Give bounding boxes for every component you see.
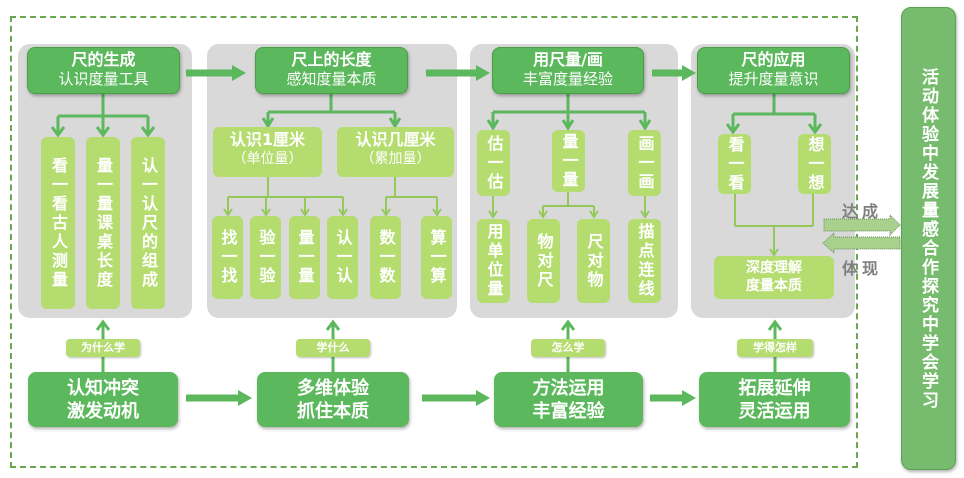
bottom-line-1: 拓展延伸: [738, 377, 811, 399]
bottom-line-1: 方法运用: [532, 377, 605, 399]
header-title: 尺的生成: [71, 50, 136, 69]
tag-learn-result: 学得怎样: [737, 339, 813, 357]
result-line-1: 深度理解: [746, 260, 802, 276]
leaf-find: 找一找: [212, 216, 243, 299]
leaf-measure-desk: 量一量课桌长度: [86, 137, 120, 309]
forward-block-arrow: [823, 213, 901, 237]
leaf-draw: 画一画: [628, 130, 661, 196]
header-ruler-length: 尺上的长度 感知度量本质: [255, 47, 408, 94]
bottom-line-2: 丰富经验: [532, 400, 605, 422]
bottom-line-1: 多维体验: [297, 377, 369, 399]
leaf-ruler-to-object: 尺对物: [577, 219, 610, 303]
header-ruler-application: 尺的应用 提升度量意识: [697, 47, 850, 94]
result-deep-understanding: 深度理解 度量本质: [714, 256, 834, 299]
group-subtitle: （单位量）: [232, 151, 303, 167]
group-multi-cm: 认识几厘米 （累加量）: [337, 127, 454, 177]
tag-what-learn: 学什么: [296, 339, 370, 357]
leaf-know-ruler: 认一认尺的组成: [131, 137, 165, 309]
leaf-measure-top: 量一量: [552, 130, 585, 192]
leaf-calculate: 算一算: [421, 216, 452, 299]
header-subtitle: 感知度量本质: [286, 70, 377, 88]
group-unit-cm: 认识1厘米 （单位量）: [213, 127, 322, 177]
bottom-line-2: 激发动机: [67, 400, 139, 422]
bottom-line-1: 认知冲突: [67, 377, 139, 399]
leaf-plot-connect: 描点连线: [628, 219, 661, 303]
label-achieve: 达成: [842, 202, 883, 221]
backward-block-arrow: [822, 231, 901, 255]
header-title: 尺的应用: [741, 50, 806, 69]
leaf-measure: 量一量: [289, 216, 320, 299]
leaf-count: 数一数: [370, 216, 401, 299]
leaf-estimate: 估一估: [477, 130, 510, 196]
leaf-object-to-ruler: 物对尺: [527, 219, 560, 303]
leaf-recognize: 认一认: [327, 216, 358, 299]
tag-how-learn: 怎么学: [531, 339, 605, 357]
group-title: 认识几厘米: [355, 130, 436, 149]
tag-why-learn: 为什么学: [66, 339, 140, 357]
bottom-box-method: 方法运用 丰富经验: [494, 372, 643, 427]
bottom-box-extension: 拓展延伸 灵活运用: [699, 372, 850, 427]
bottom-box-motivation: 认知冲突 激发动机: [28, 372, 178, 427]
sidebar-summary: 活动体验中发展量感合作探究中学会学习: [901, 7, 956, 470]
leaf-verify: 验一验: [250, 216, 281, 299]
label-reflect: 体现: [842, 259, 883, 278]
bottom-line-2: 抓住本质: [297, 400, 369, 422]
leaf-look: 看一看: [718, 134, 751, 194]
header-title: 尺上的长度: [291, 50, 372, 69]
header-measure-draw: 用尺量/画 丰富度量经验: [492, 47, 644, 94]
result-line-2: 度量本质: [746, 278, 802, 294]
bottom-box-experience: 多维体验 抓住本质: [257, 372, 409, 427]
header-subtitle: 提升度量意识: [728, 70, 819, 88]
group-subtitle: （累加量）: [360, 151, 431, 167]
header-subtitle: 丰富度量经验: [522, 70, 613, 88]
leaf-look-ancient: 看一看古人测量: [41, 137, 75, 309]
header-subtitle: 认识度量工具: [58, 70, 149, 88]
leaf-unit-amount: 用单位量: [477, 219, 510, 303]
group-title: 认识1厘米: [229, 130, 306, 149]
bottom-line-2: 灵活运用: [738, 400, 811, 422]
header-title: 用尺量/画: [533, 50, 603, 69]
header-ruler-origin: 尺的生成 认识度量工具: [27, 47, 180, 94]
leaf-think: 想一想: [798, 134, 831, 194]
